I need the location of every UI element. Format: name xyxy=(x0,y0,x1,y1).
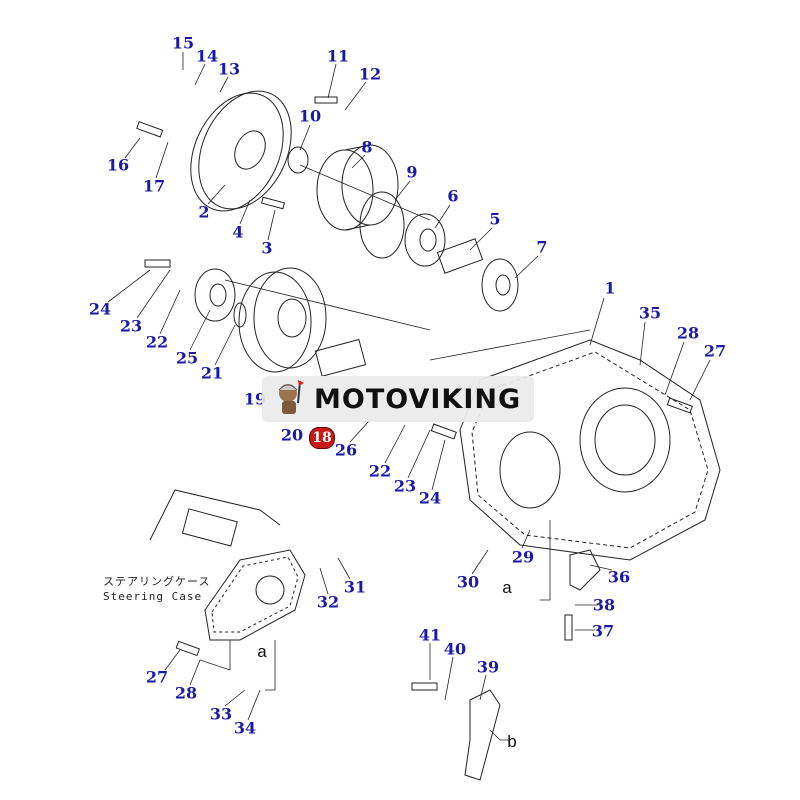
part-label: 39 xyxy=(476,657,500,677)
steering-case xyxy=(149,489,306,641)
part-label: 38 xyxy=(592,595,616,615)
bearing-10 xyxy=(287,146,309,174)
part-label: 4 xyxy=(232,222,244,242)
brand-name: MOTOVIKING xyxy=(314,383,522,415)
part-label: 11 xyxy=(326,46,350,66)
part-label: 31 xyxy=(343,577,367,597)
bolts xyxy=(136,96,693,691)
part-label: 15 xyxy=(171,33,195,53)
cover-39 xyxy=(464,689,501,781)
part-label: 14 xyxy=(195,46,219,66)
part-label: 40 xyxy=(443,639,467,659)
part-label: 9 xyxy=(406,162,418,182)
part-label: 19 xyxy=(243,389,267,409)
part-label: 6 xyxy=(447,186,459,206)
leader-lines xyxy=(107,52,711,741)
bearing-6 xyxy=(404,213,446,267)
part-label: 23 xyxy=(119,316,143,336)
part-label: 34 xyxy=(233,718,257,738)
bracket-36 xyxy=(569,549,601,591)
part-label: 5 xyxy=(489,209,501,229)
part-label: 7 xyxy=(536,237,548,257)
view-marker: b xyxy=(507,732,517,751)
part-label: 30 xyxy=(456,572,480,592)
part-label: 25 xyxy=(175,348,199,368)
part-label: 41 xyxy=(418,625,442,645)
view-marker: a xyxy=(257,642,267,661)
part-label: 24 xyxy=(88,299,112,319)
part-label: 20 xyxy=(280,425,304,445)
part-label: 3 xyxy=(261,238,273,258)
part-label: 23 xyxy=(393,476,417,496)
part-label: 27 xyxy=(703,341,727,361)
housing-8 xyxy=(316,144,399,231)
view-marker: a xyxy=(502,578,512,597)
part-label: 36 xyxy=(607,567,631,587)
bearing-7 xyxy=(481,258,519,312)
watermark: MOTOVIKING xyxy=(262,376,534,422)
part-label: 13 xyxy=(217,59,241,79)
viking-mascot-icon xyxy=(278,380,304,414)
part-label: 28 xyxy=(676,323,700,343)
part-label: 28 xyxy=(174,683,198,703)
part-label: 21 xyxy=(200,363,224,383)
ring-21 xyxy=(233,302,247,328)
highlighted-part-badge: 18 xyxy=(309,427,335,449)
part-label: 2 xyxy=(198,202,210,222)
gear-19 xyxy=(238,267,327,373)
part-label: 24 xyxy=(418,488,442,508)
bearing-25 xyxy=(194,268,236,322)
shaft-20 xyxy=(314,338,367,377)
part-label: 10 xyxy=(298,106,322,126)
flange-plate xyxy=(190,90,292,212)
part-label: 32 xyxy=(316,592,340,612)
part-label: 22 xyxy=(368,461,392,481)
part-label: 35 xyxy=(638,303,662,323)
part-label: 29 xyxy=(511,547,535,567)
part-label: 22 xyxy=(145,332,169,352)
part-label: 27 xyxy=(145,667,169,687)
o-ring-9 xyxy=(359,191,405,259)
part-label: 33 xyxy=(209,704,233,724)
part-label: 1 xyxy=(604,278,616,298)
part-label: 12 xyxy=(358,64,382,84)
steering-case-label-en: Steering Case xyxy=(103,590,203,603)
part-label: 8 xyxy=(361,137,373,157)
part-label: 16 xyxy=(106,155,130,175)
case-1 xyxy=(459,339,721,561)
steering-case-label-jp: ステアリングケース xyxy=(103,575,211,588)
part-label: 17 xyxy=(142,176,166,196)
shaft-5 xyxy=(436,238,484,274)
part-label: 37 xyxy=(591,621,615,641)
part-label: 26 xyxy=(334,440,358,460)
